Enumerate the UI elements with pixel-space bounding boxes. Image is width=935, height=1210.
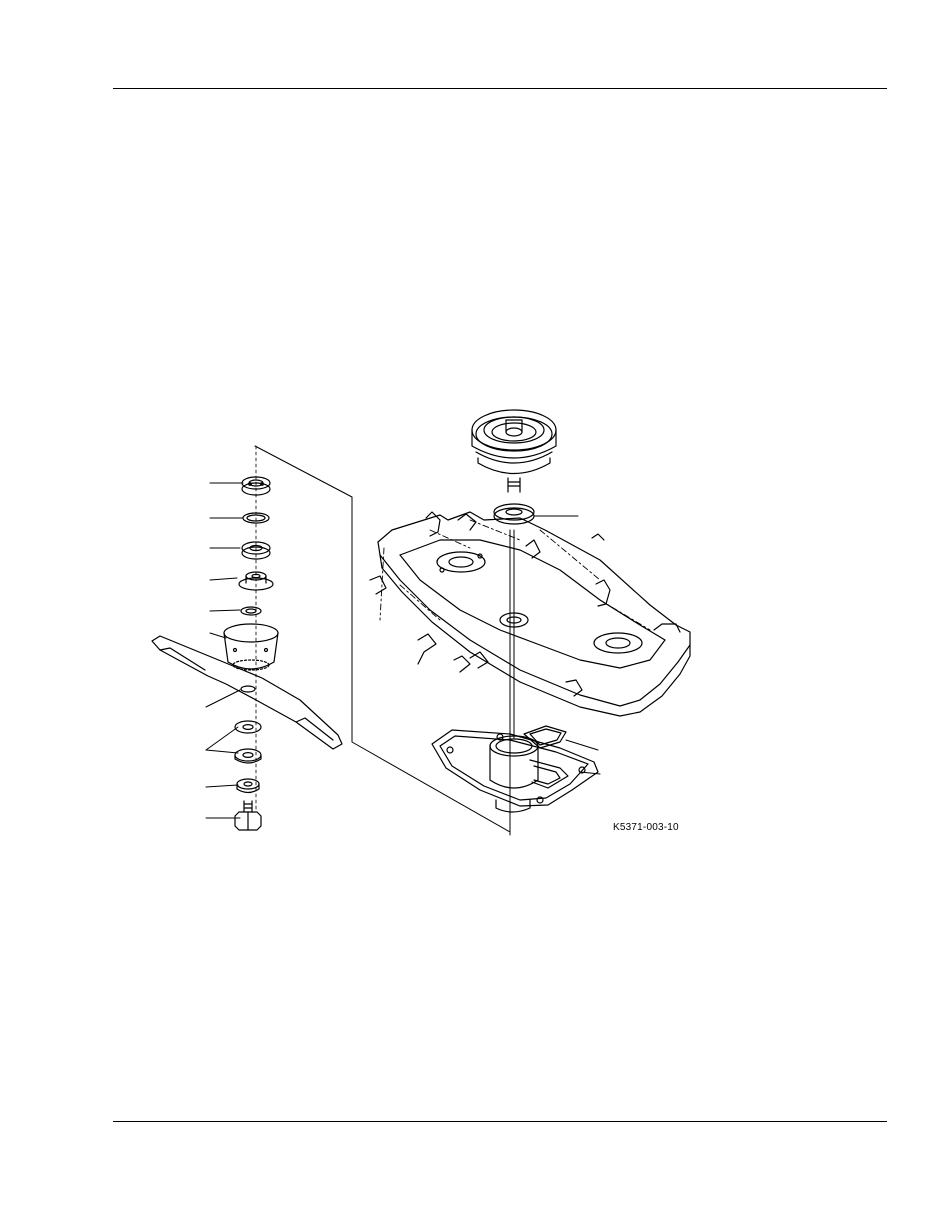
blade-bolt <box>234 800 262 831</box>
top-bearing <box>241 476 271 496</box>
snap-ring <box>242 512 270 524</box>
flanged-collar <box>238 571 274 591</box>
lower-bearing <box>241 541 271 560</box>
pulley-icon <box>471 409 557 493</box>
spindle-housing-icon <box>431 725 601 813</box>
footer-rule <box>113 1121 887 1122</box>
leader-lines-left <box>205 482 244 819</box>
blade-washers <box>234 720 262 794</box>
figure-code-label: K5371-003-10 <box>613 822 679 833</box>
small-washer <box>240 606 262 616</box>
mower-deck-icon <box>369 511 691 717</box>
blade-boss-cup <box>223 623 279 671</box>
mower-blade-icon <box>151 635 343 750</box>
exploded-frame-line <box>254 445 511 833</box>
header-rule <box>113 88 887 89</box>
spindle-seal <box>493 503 579 525</box>
